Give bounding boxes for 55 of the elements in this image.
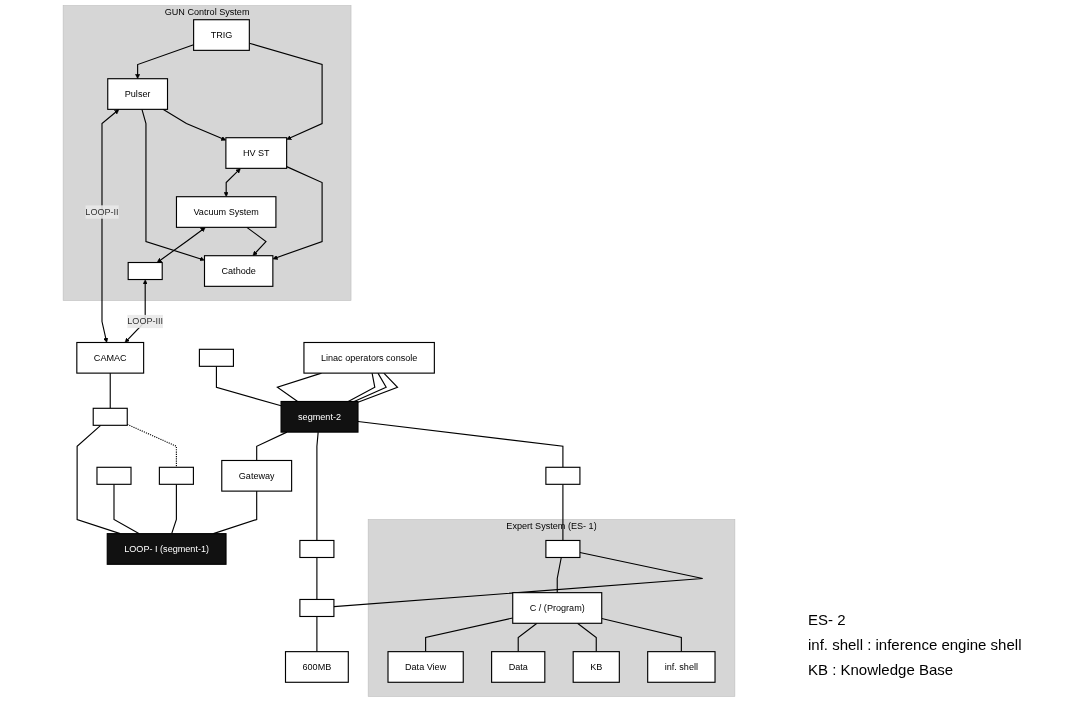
connector <box>556 556 562 594</box>
connector <box>215 365 282 407</box>
node-box: inf. shell <box>647 651 716 683</box>
arrow <box>141 108 205 262</box>
node-box: TRIG <box>193 19 250 51</box>
connector <box>517 622 538 653</box>
connector <box>333 552 704 608</box>
node-box: Data <box>491 651 546 683</box>
node-box <box>299 539 335 559</box>
node-box: Cathode <box>203 255 274 287</box>
note-text: inf. shell : inference engine shell <box>808 636 1023 653</box>
connector <box>256 431 288 462</box>
arrow <box>101 109 120 343</box>
connector <box>316 615 318 653</box>
connector <box>353 372 387 403</box>
connector <box>357 372 399 403</box>
node-box: Data View <box>387 651 464 683</box>
node-box: C / (Program) <box>512 592 603 624</box>
note-text: ES- 2 <box>808 611 847 628</box>
connector <box>357 420 564 468</box>
arrow <box>156 227 206 263</box>
node-box: Vacuum System <box>175 196 277 228</box>
node-box <box>92 407 128 426</box>
arrow <box>223 168 241 197</box>
node-box <box>96 466 132 485</box>
node-box: HV ST <box>225 137 288 169</box>
node-box: LOOP- I (segment-1) <box>106 533 227 565</box>
arrow <box>272 166 323 260</box>
arrow <box>246 226 267 256</box>
node-box: CAMAC <box>76 341 145 374</box>
note-text: KB : Knowledge Base <box>808 661 955 678</box>
connector <box>126 423 177 468</box>
node-box <box>545 466 581 485</box>
node-box <box>127 261 163 281</box>
connector <box>316 556 318 601</box>
connector <box>601 618 682 653</box>
connector <box>316 431 319 542</box>
node-box <box>545 539 581 559</box>
node-box: 600MB <box>284 651 349 683</box>
connector <box>576 622 597 653</box>
connector <box>171 483 177 535</box>
node-box <box>158 466 194 485</box>
node-box: segment-2 <box>280 400 359 433</box>
node-box <box>198 348 234 367</box>
connector <box>109 372 111 409</box>
connector <box>113 483 140 535</box>
node-box: KB <box>572 651 620 683</box>
node-box: Gateway <box>221 459 293 492</box>
node-box <box>299 598 335 618</box>
connector <box>562 483 564 542</box>
node-box: Linac operators console <box>303 341 435 374</box>
node-box: Pulser <box>107 78 169 110</box>
edge-label: LOOP-II <box>85 206 119 217</box>
edge-label: LOOP-III <box>127 316 164 327</box>
connector <box>347 372 376 403</box>
